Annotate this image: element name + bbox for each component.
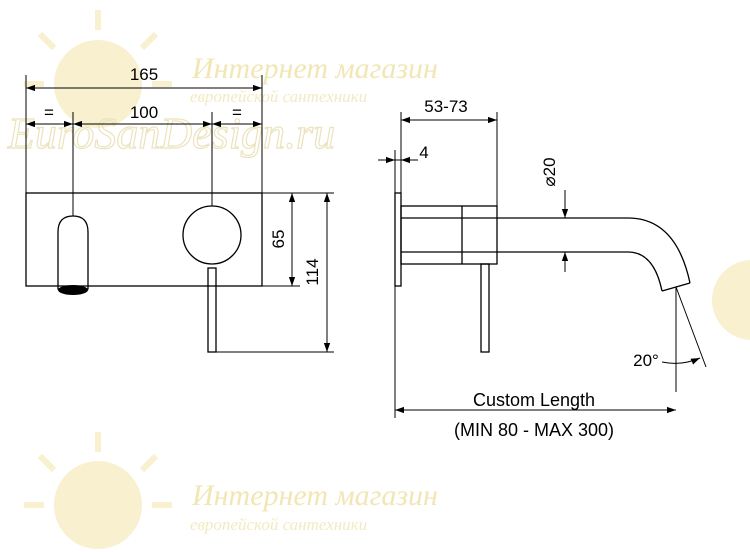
dim-overall-width-label: 165 [130, 65, 158, 84]
wall-plate [25, 192, 263, 287]
side-body [400, 205, 498, 265]
spout-aerator [58, 285, 88, 295]
dim-equal-left: = [44, 103, 54, 122]
sun-logo-icon-bottom [24, 432, 172, 549]
diameter-value: 20 [540, 157, 559, 176]
dim-spout-angle [661, 357, 701, 365]
watermark-bottom: Интернет магазин европейской сантехники [24, 432, 438, 549]
side-view: 53-73 4 ⌀20 20° Custom Length (MIN 80 - … [378, 97, 707, 440]
spout-outlet [57, 215, 89, 290]
side-wall-plate [394, 192, 402, 287]
dim-spacing-label: 100 [130, 103, 158, 122]
dim-total-height-label: 114 [303, 258, 322, 285]
dim-spout-angle-label: 20° [633, 351, 659, 370]
mixer-handle [182, 205, 242, 265]
watermark-top: Интернет магазин европейской сантехники … [6, 10, 438, 159]
diameter-symbol: ⌀ [540, 176, 559, 186]
sun-logo-icon [24, 10, 172, 128]
watermark-right [712, 260, 750, 340]
spout-top-edge [497, 217, 691, 284]
front-view: 165 100 = = 65 114 [25, 65, 334, 353]
watermark-logo: EuroSanDesign.ru [7, 109, 335, 158]
watermark-line2-bottom: европейской сантехники [190, 515, 367, 534]
dim-spout-diameter-label: ⌀20 [540, 157, 559, 186]
custom-length-label: Custom Length [473, 390, 595, 410]
watermark-line1-bottom: Интернет магазин [191, 479, 438, 512]
dim-plate-height-label: 65 [269, 230, 288, 249]
dim-plate-thickness-label: 4 [419, 143, 428, 162]
custom-length-range: (MIN 80 - MAX 300) [454, 420, 614, 440]
watermark-line1: Интернет магазин [191, 52, 438, 85]
dim-projection-label: 53-73 [424, 97, 467, 116]
spout-bottom-edge [497, 251, 663, 292]
dim-equal-right: = [232, 103, 242, 122]
side-lever [480, 263, 490, 353]
watermark-line2: европейской сантехники [190, 87, 367, 106]
mixer-lever [207, 267, 217, 353]
